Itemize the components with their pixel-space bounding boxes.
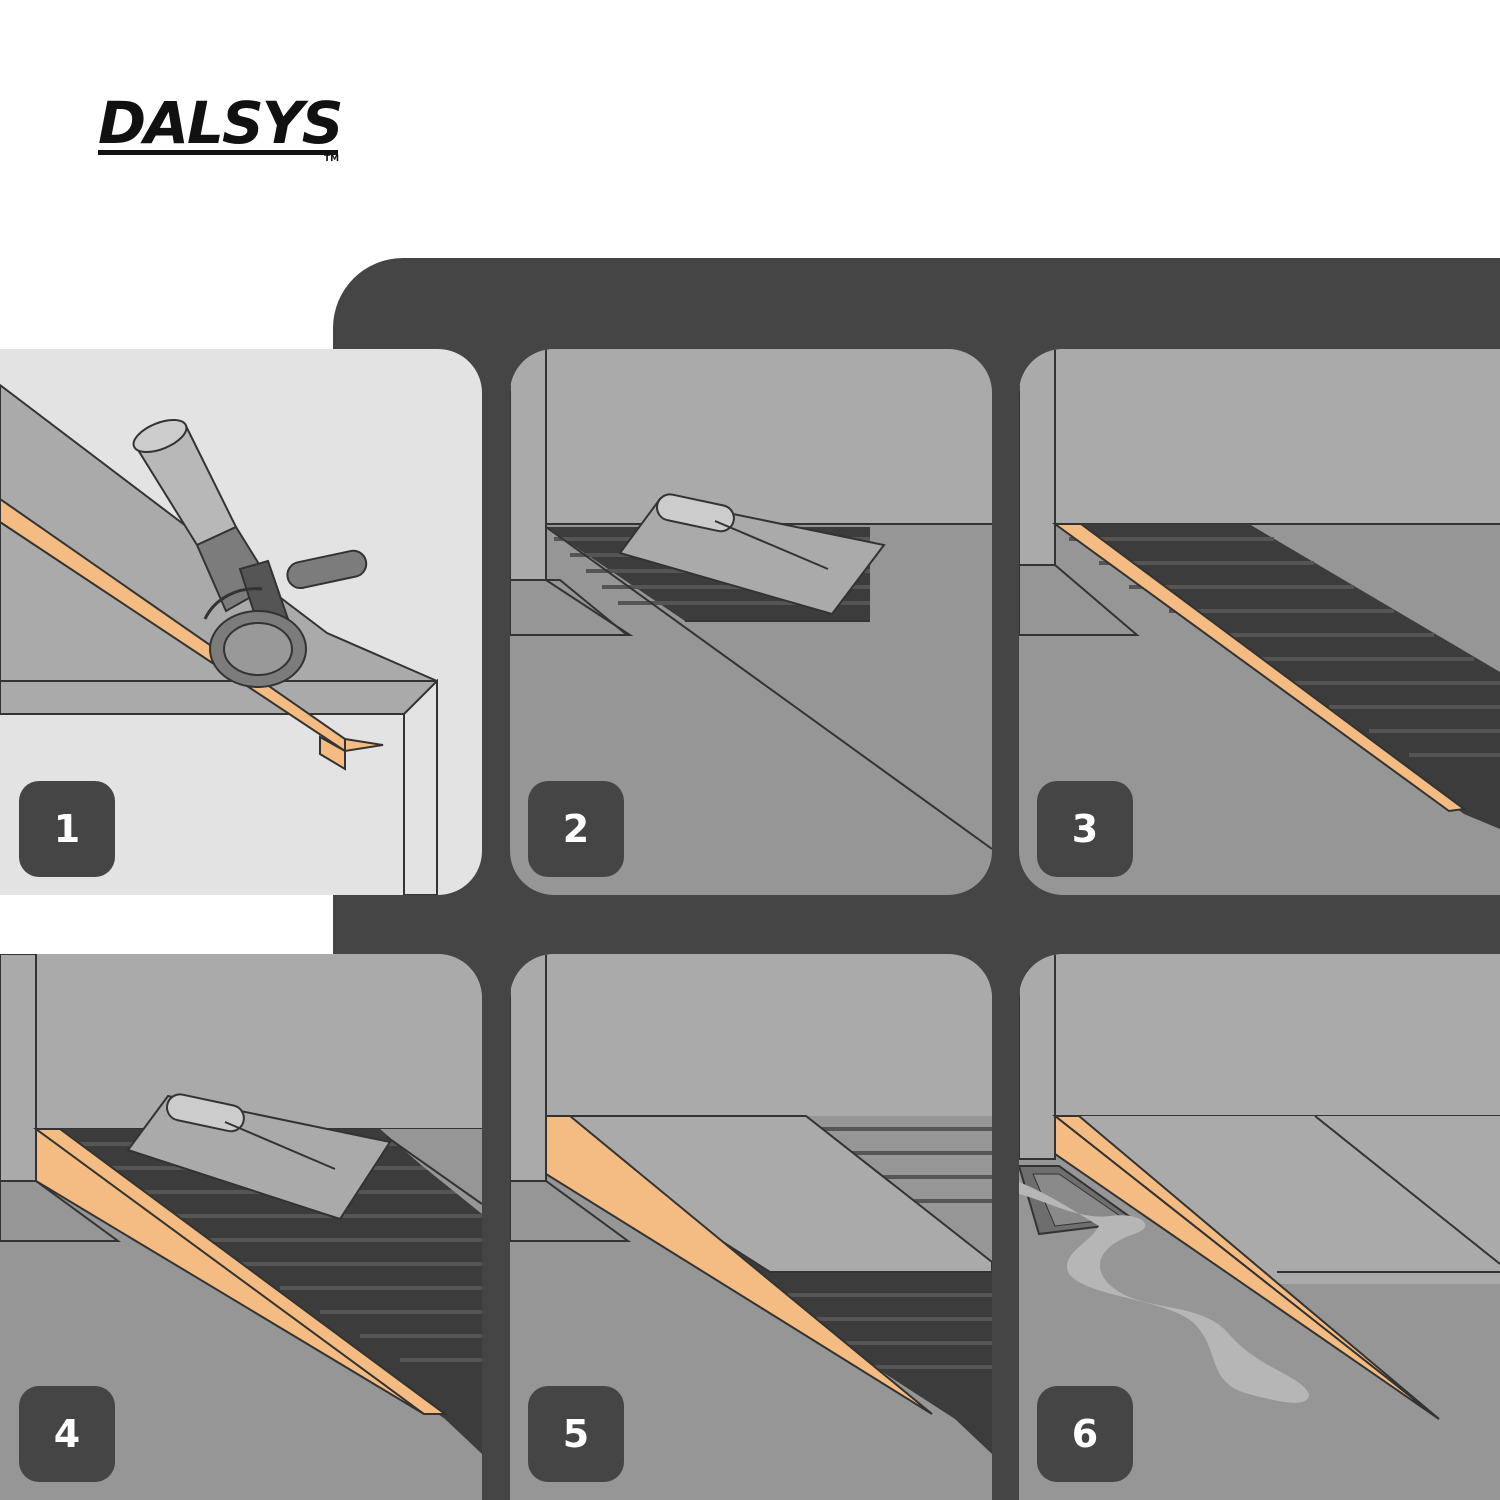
step-1-illustration — [0, 384, 438, 895]
step-3-panel: 3 — [1019, 349, 1500, 895]
step-number-badge-3: 3 — [1037, 781, 1133, 877]
angle-grinder-icon — [132, 419, 368, 688]
brand-logo: DALSYS TM — [98, 88, 358, 168]
step-6-illustration — [1019, 954, 1500, 1420]
step-2-illustration — [510, 349, 992, 850]
notched-trowel-icon — [618, 493, 886, 616]
step-number-badge-6: 6 — [1037, 1386, 1133, 1482]
notched-trowel-icon — [126, 1093, 392, 1221]
step-1-panel: 1 — [0, 349, 482, 895]
step-6-panel: 6 — [1019, 954, 1500, 1500]
step-number-badge-1: 1 — [19, 781, 115, 877]
logo-trademark: TM — [324, 154, 340, 164]
step-3-illustration — [1019, 349, 1500, 829]
step-4-illustration — [0, 954, 482, 1454]
water-puddle-icon — [1019, 1182, 1309, 1403]
logo-underline — [98, 150, 338, 155]
step-4-panel: 4 — [0, 954, 482, 1500]
step-5-panel: 5 — [510, 954, 992, 1500]
step-5-illustration — [510, 954, 992, 1454]
step-number-badge-5: 5 — [528, 1386, 624, 1482]
step-2-panel: 2 — [510, 349, 992, 895]
logo-text: DALSYS — [98, 89, 344, 157]
step-number-badge-4: 4 — [19, 1386, 115, 1482]
step-number-badge-2: 2 — [528, 781, 624, 877]
